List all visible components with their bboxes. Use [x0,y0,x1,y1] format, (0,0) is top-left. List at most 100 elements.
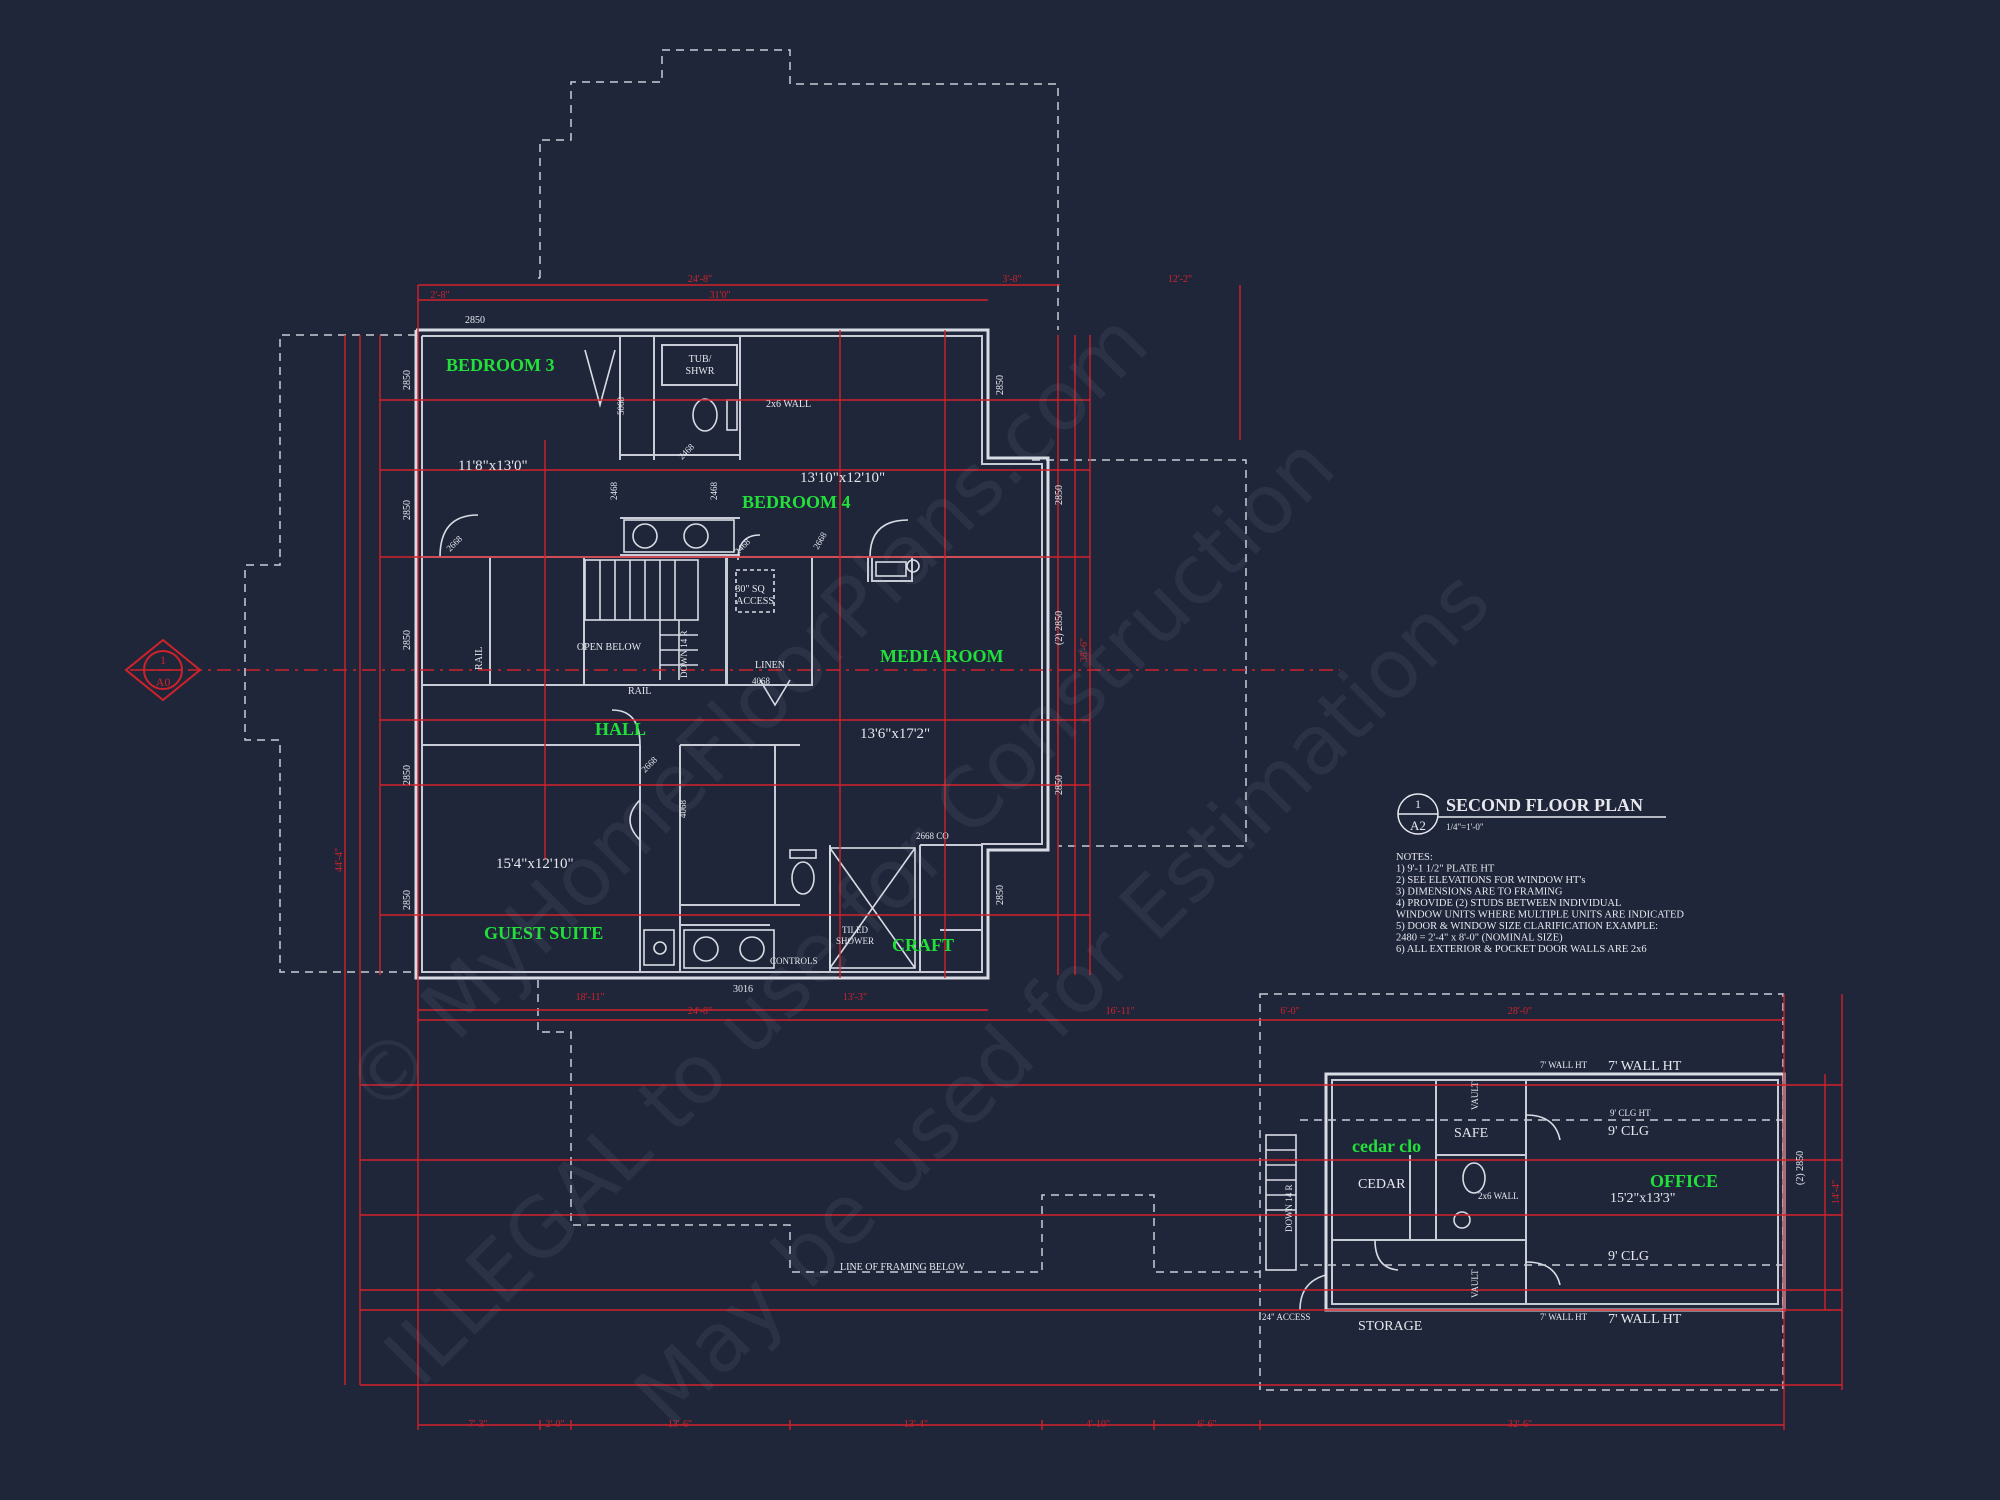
tag-2850-right-4: 2850 [995,885,1006,905]
dim-top-a: 2'-8" [430,290,449,301]
dim-b6: 6'-6" [1197,1419,1216,1430]
tag-2850-right-1: 2850 [995,375,1006,395]
label-linen: LINEN [755,660,785,671]
label-wall-ht-bottom: 7' WALL HT [1608,1312,1682,1327]
room-cedar-clo: cedar clo [1352,1136,1421,1156]
label-rail: RAIL [628,686,651,697]
dim-b5: 4'-10" [1086,1419,1110,1430]
label-storage: STORAGE [1358,1319,1422,1334]
main-stair [584,559,699,680]
tag-2468-d: 2468 [732,536,752,556]
label-wall-ht-small-top: 7' WALL HT [1540,1060,1588,1070]
dimension-lines [130,284,1843,1430]
door-window-tags: 2850 2850 2850 2850 2850 2850 2850 2850 … [402,315,1806,1185]
label-safe: SAFE [1454,1126,1488,1141]
room-labels: BEDROOM 3 BEDROOM 4 MEDIA ROOM HALL GUES… [446,355,1718,1191]
dim-top-total: 31'0" [710,290,731,301]
label-down-annex: DOWN 14 R [1284,1185,1294,1233]
annex-walls [1265,1072,1786,1312]
label-access-1: 30" SQ [735,584,765,595]
dim-top-right: 12'-2" [1168,274,1192,285]
tag-2850-left-3: 2850 [402,630,413,650]
label-shwr: SHWR [686,366,715,377]
size-bedroom3: 11'8"x13'0" [458,458,528,474]
label-wall-ht-small-bottom: 7' WALL HT [1540,1312,1588,1322]
misc-labels: TUB/ SHWR 2x6 WALL 30" SQ ACCESS OPEN BE… [474,354,1682,1334]
room-office: OFFICE [1650,1171,1718,1191]
title-number: 1 [1415,797,1421,811]
size-guest: 15'4"x12'10" [496,856,574,872]
label-co: 2668 CO [916,831,949,841]
dimension-text: 24'-8" 3'-8" 12'-2" 2'-8" 31'0" 18'-11" … [334,274,1842,1430]
label-wall-ht-top: 7' WALL HT [1608,1059,1682,1074]
tag-2-2850-annex: (2) 2850 [1795,1151,1806,1185]
size-bedroom4: 13'10"x12'10" [800,470,885,486]
tag-2850-top: 2850 [465,315,485,326]
tag-2850-left-2: 2850 [402,500,413,520]
tag-4068-a: 4068 [678,800,688,819]
label-rail-vertical: RAIL [474,647,485,670]
tag-2468-a: 2468 [676,441,696,461]
label-access-24: 24" ACCESS [1262,1312,1310,1322]
room-sizes: 11'8"x13'0" 13'10"x12'10" 13'6"x17'2" 15… [458,458,1675,1206]
room-hall: HALL [595,719,646,739]
dim-top-mid: 3'-8" [1002,274,1021,285]
label-framing-below: LINE OF FRAMING BELOW [840,1262,965,1273]
dim-b2: 2'-0" [545,1419,564,1430]
dim-b3: 13'-6" [668,1419,692,1430]
dim-b1: 7'-3" [468,1419,487,1430]
dim-mid-f: 28'-0" [1508,1006,1532,1017]
size-office: 15'2"x13'3" [1610,1191,1675,1206]
label-open-below: OPEN BELOW [577,642,642,653]
label-clg-top: 9' CLG [1608,1124,1649,1139]
section-marker: 1 A0 [124,638,202,702]
tag-2850-right-2: 2850 [1054,485,1065,505]
dim-mid-b: 13'-3" [843,992,867,1003]
room-guest-suite: GUEST SUITE [484,923,603,943]
label-cedar: CEDAR [1358,1177,1406,1192]
label-2x6-wall-annex: 2x6 WALL [1478,1191,1519,1201]
label-tub: TUB/ [689,354,712,365]
dim-mid-c: 24'-8" [688,1006,712,1017]
note-line: WINDOW UNITS WHERE MULTIPLE UNITS ARE IN… [1396,910,1684,921]
label-clg-small: 9' CLG HT [1610,1108,1651,1118]
tag-5068: 5068 [616,397,626,416]
label-shower: SHOWER [836,936,874,946]
dim-annex-side: 14'-4" [1831,1180,1842,1204]
tag-3016: 3016 [733,984,753,995]
section-number: 1 [160,653,166,667]
room-bedroom3: BEDROOM 3 [446,355,555,375]
note-line: NOTES: [1396,852,1433,863]
label-2x6-wall: 2x6 WALL [766,399,811,410]
size-hall: 13'6"x17'2" [860,726,930,742]
tag-2668-b: 2668 [444,533,464,553]
tag-2850-left-5: 2850 [402,890,413,910]
label-vault-1: VAULT [1470,1081,1480,1110]
tag-2850-left-4: 2850 [402,765,413,785]
tag-2850-right-3: 2850 [1054,775,1065,795]
label-tiled: TILED [842,925,868,935]
tag-2468-c: 2468 [709,482,719,501]
dim-b4: 13'-4" [904,1419,928,1430]
label-clg-bottom: 9' CLG [1608,1249,1649,1264]
note-line: 1) 9'-1 1/2" PLATE HT [1396,864,1495,875]
plan-scale: 1/4"=1'-0" [1446,822,1484,832]
plan-title: SECOND FLOOR PLAN [1446,795,1643,815]
note-line: 5) DOOR & WINDOW SIZE CLARIFICATION EXAM… [1396,921,1658,932]
note-line: 2480 = 2'-4" x 8'-0" (NOMINAL SIZE) [1396,933,1563,944]
dim-side-b: 38'-6" [1079,638,1090,662]
tag-2668-a: 2668 [811,530,829,551]
label-controls: CONTROLS [770,956,818,966]
note-line: 3) DIMENSIONS ARE TO FRAMING [1396,887,1563,898]
dim-mid-a: 18'-11" [576,992,605,1003]
note-line: 2) SEE ELEVATIONS FOR WINDOW HT's [1396,875,1585,886]
room-media: MEDIA ROOM [880,646,1004,666]
tag-4068-b: 4068 [752,676,771,686]
door-swings [439,349,909,841]
note-line: 6) ALL EXTERIOR & POCKET DOOR WALLS ARE … [1396,944,1647,955]
note-line: 4) PROVIDE (2) STUDS BETWEEN INDIVIDUAL [1396,898,1621,909]
tag-2468-b: 2468 [609,482,619,501]
label-access-2: ACCESS [736,596,774,607]
notes-block: NOTES:1) 9'-1 1/2" PLATE HT2) SEE ELEVAT… [1396,852,1684,955]
dim-side-total: 44'-4" [334,848,345,872]
